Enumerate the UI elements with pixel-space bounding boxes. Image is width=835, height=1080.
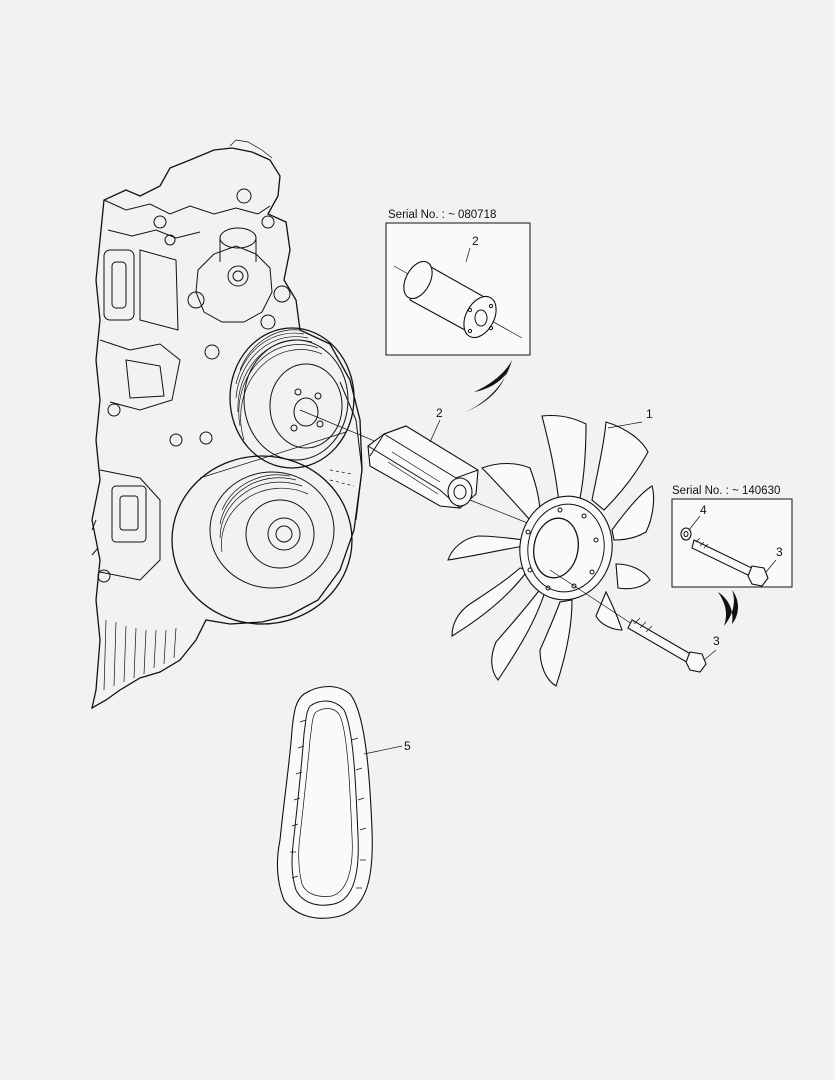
drive-belt: 5 bbox=[276, 685, 411, 919]
fan-bolt: 3 bbox=[549, 569, 720, 673]
inset-right-frame bbox=[671, 498, 793, 588]
inset-right-serial-label: Serial No. : ~ 140630 bbox=[672, 485, 780, 497]
washer-callout: 4 bbox=[700, 503, 707, 517]
fan-callout: 1 bbox=[646, 407, 653, 421]
spacer-cylinder bbox=[403, 260, 497, 339]
inset-pointer-arrow bbox=[466, 360, 512, 412]
inset-top-callout: 2 bbox=[472, 234, 479, 248]
spacer-callout: 2 bbox=[436, 406, 443, 420]
engine-block bbox=[91, 139, 363, 710]
inset-serial-label: Serial No. : ~ 080718 bbox=[388, 209, 496, 221]
inset-early-serial: Serial No. : ~ 080718 2 bbox=[385, 209, 531, 412]
belt-callout: 5 bbox=[404, 739, 411, 753]
inset-bolt-callout: 3 bbox=[776, 545, 783, 559]
inset-right-pointer-arrow bbox=[718, 590, 738, 626]
washer-part bbox=[680, 527, 692, 541]
cooling-fan: 1 bbox=[447, 407, 655, 687]
bolt-callout: 3 bbox=[713, 634, 720, 648]
spacer-part: 2 bbox=[299, 406, 531, 525]
inset-late-serial: Serial No. : ~ 140630 4 3 bbox=[671, 485, 793, 626]
